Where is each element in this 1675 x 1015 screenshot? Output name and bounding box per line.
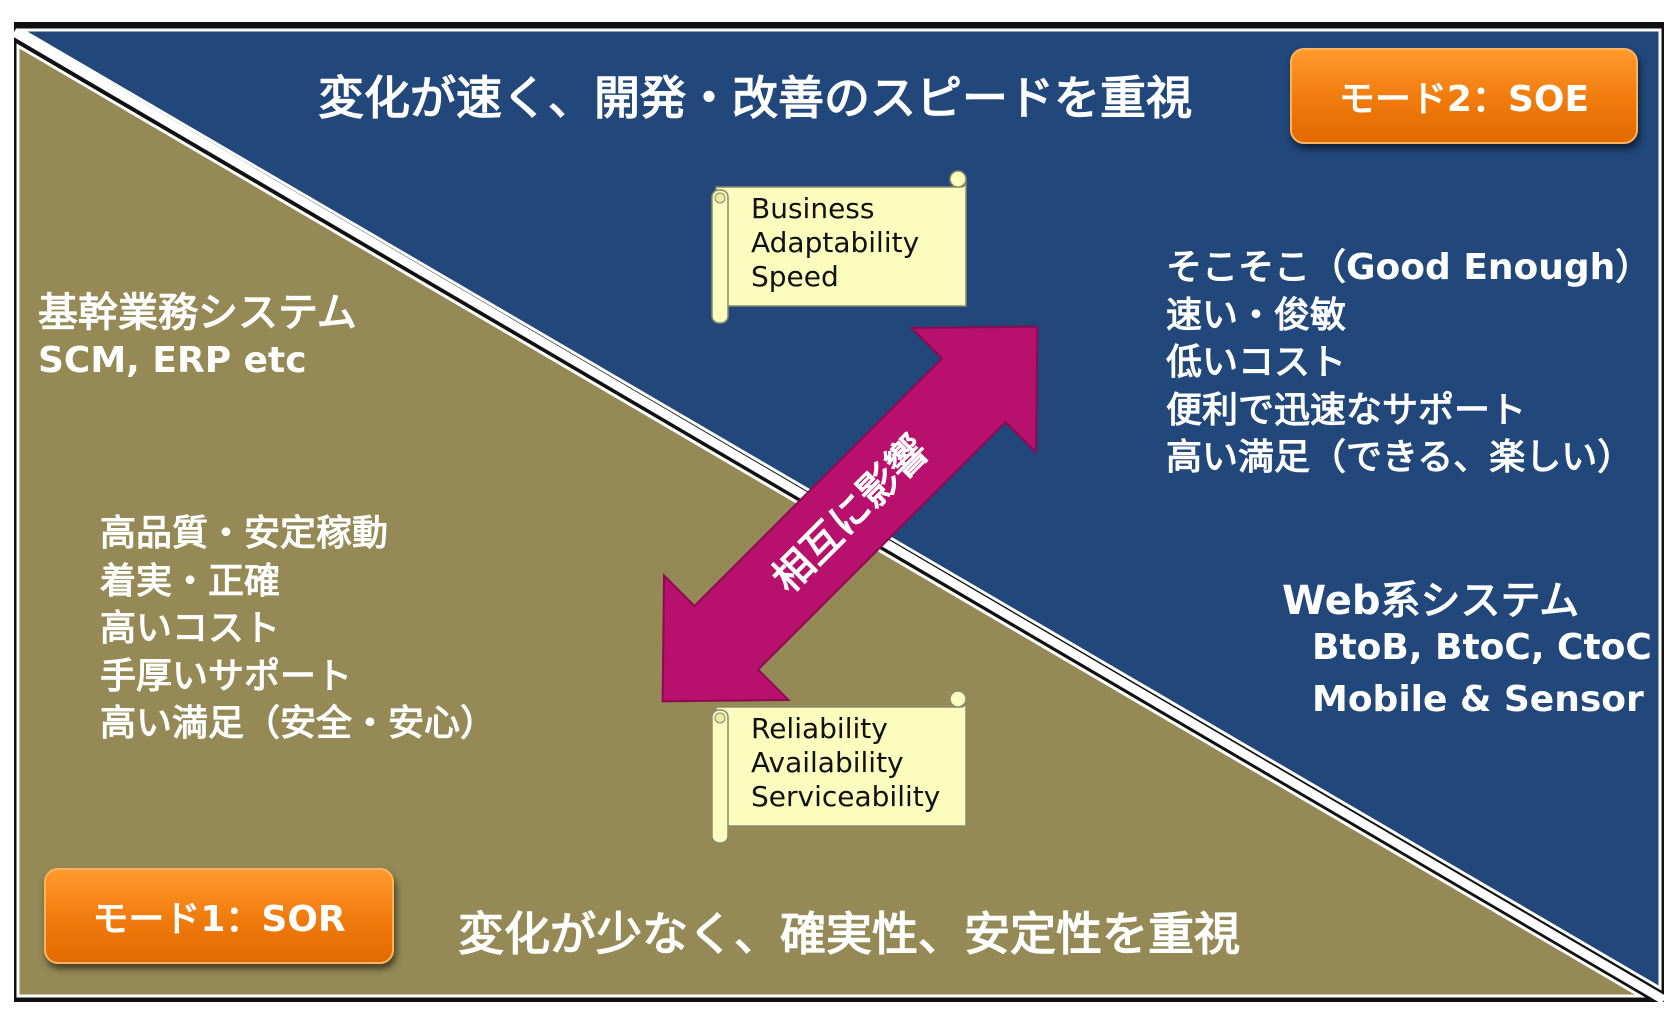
scroll-bottom — [711, 690, 967, 844]
mode2-trait: 速い・俊敏 — [1166, 294, 1347, 336]
mode2-system-title: Web系システム — [1282, 578, 1580, 624]
bottom-heading: 変化が少なく、確実性、安定性を重視 — [458, 907, 1240, 961]
mode1-system-subtitle: SCM, ERP etc — [38, 340, 307, 381]
mode1-trait: 高いコスト — [100, 608, 281, 650]
scroll-top-line: Business — [751, 192, 875, 225]
mode1-trait: 高品質・安定稼動 — [100, 513, 389, 554]
mode2-system-items: BtoB, BtoC, CtoC Mobile & Sensor — [1312, 622, 1652, 726]
top-heading: 変化が速く、開発・改善のスピードを重視 — [318, 71, 1192, 125]
mode1-trait: 手厚いサポート — [100, 655, 353, 697]
scroll-bottom-line: Serviceability — [751, 780, 941, 813]
mode2-trait: そこそこ（Good Enough） — [1166, 247, 1652, 288]
scroll-top — [711, 170, 967, 324]
scroll-top-line: Adaptability — [751, 226, 920, 259]
mode2-trait: 便利で迅速なサポート — [1166, 389, 1527, 431]
scroll-bottom-line: Reliability — [751, 712, 888, 745]
mode2-trait: 低いコスト — [1166, 342, 1347, 384]
mode1-trait: 着実・正確 — [100, 560, 281, 602]
mode1-trait: 高い満足（安全・安心） — [100, 703, 497, 745]
scroll-bottom-line: Availability — [751, 746, 904, 779]
mode2-trait: 高い満足（できる、楽しい） — [1166, 437, 1634, 479]
scroll-top-text: Business Adaptability Speed — [751, 192, 919, 294]
scroll-top-line: Speed — [751, 260, 839, 293]
scroll-bottom-text: Reliability Availability Serviceability — [751, 712, 940, 814]
mode2-system-item: BtoB, BtoC, CtoC — [1312, 627, 1652, 668]
mode2-traits: そこそこ（Good Enough） 速い・俊敏 低いコスト 便利で迅速なサポート… — [1166, 244, 1651, 482]
mode1-badge: モード1：SOR — [44, 868, 394, 964]
mode2-system-item: Mobile & Sensor — [1312, 679, 1644, 721]
mode1-traits: 高品質・安定稼動 着実・正確 高いコスト 手厚いサポート 高い満足（安全・安心） — [100, 510, 496, 748]
mode2-badge: モード2：SOE — [1290, 48, 1638, 144]
mode1-system-title: 基幹業務システム — [38, 290, 357, 336]
